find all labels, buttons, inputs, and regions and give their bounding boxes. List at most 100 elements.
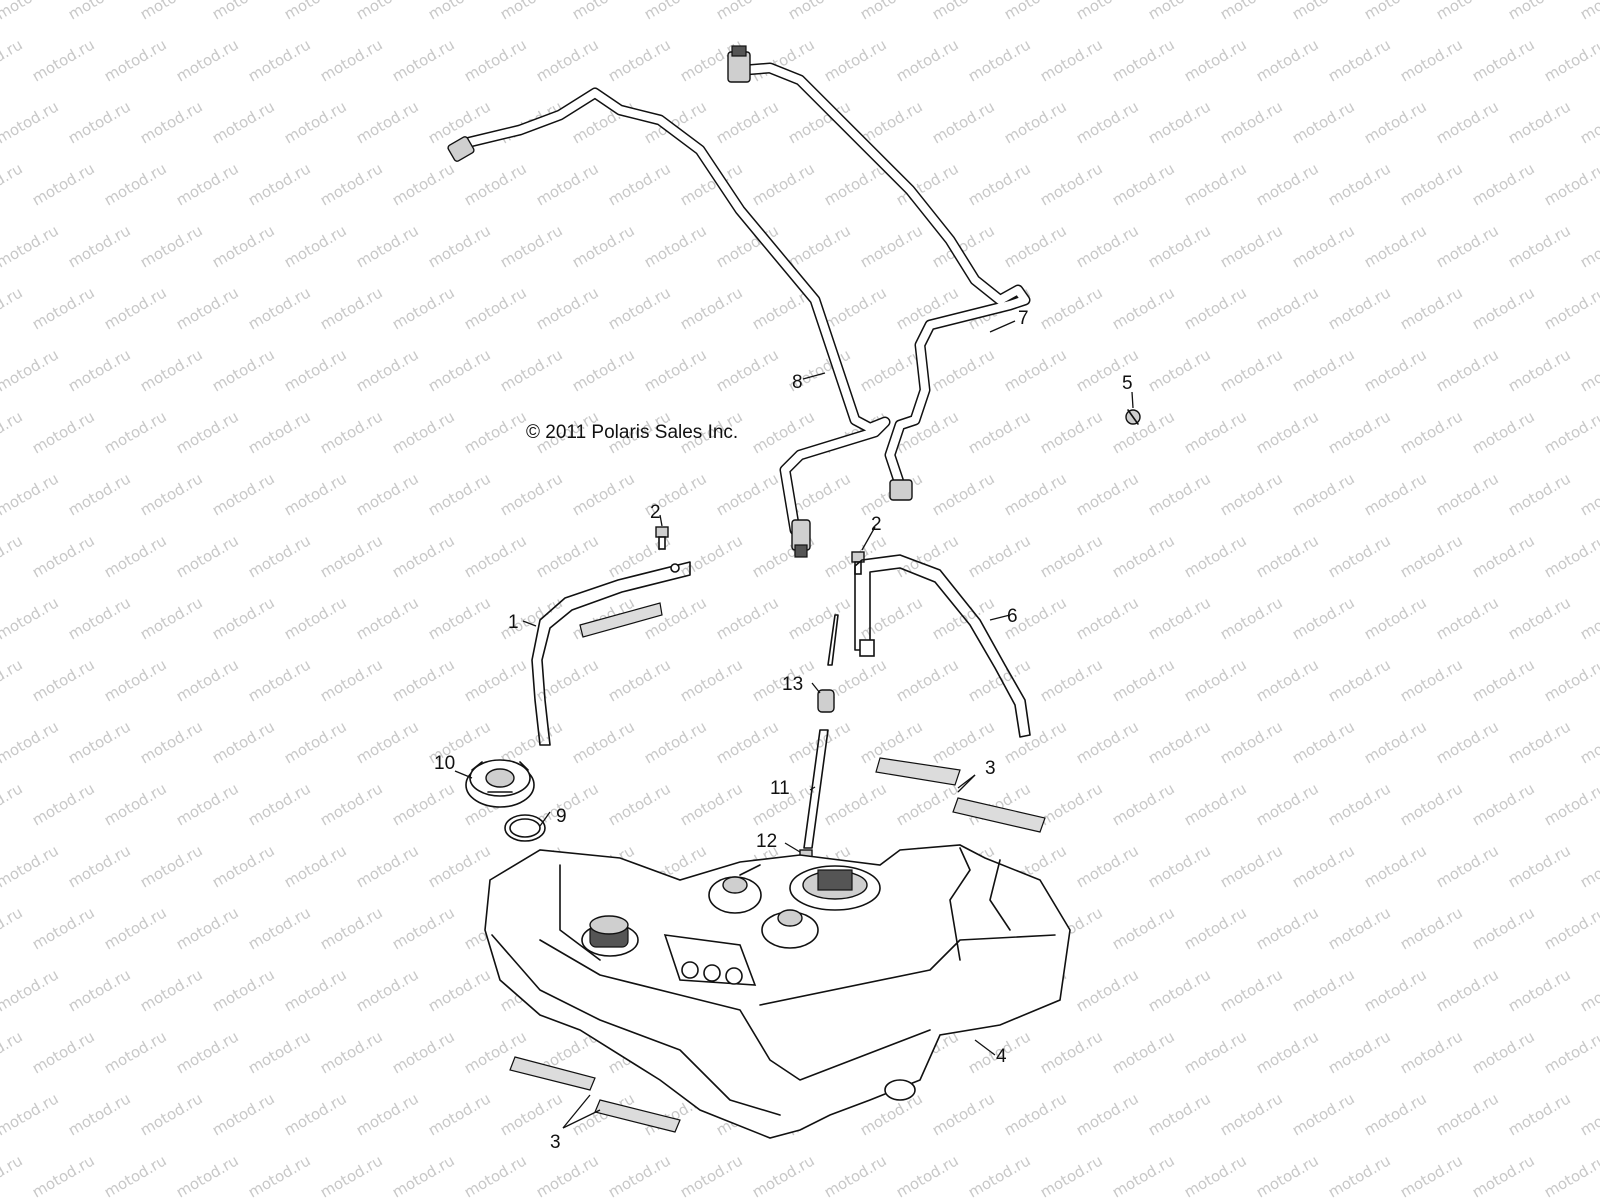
watermark-text: motod.ru xyxy=(101,779,170,829)
callout-3-upper: 3 xyxy=(985,758,996,779)
watermark-text: motod.ru xyxy=(29,655,98,705)
watermark-text: motod.ru xyxy=(713,469,782,519)
watermark-text: motod.ru xyxy=(173,655,242,705)
watermark-text: motod.ru xyxy=(173,407,242,457)
watermark-text: motod.ru xyxy=(1289,965,1358,1015)
watermark-text: motod.ru xyxy=(1505,841,1574,891)
watermark-text: motod.ru xyxy=(605,1151,674,1200)
watermark-text: motod.ru xyxy=(821,1151,890,1200)
watermark-text: motod.ru xyxy=(1361,97,1430,147)
watermark-text: motod.ru xyxy=(245,159,314,209)
rod-11 xyxy=(803,729,829,849)
watermark-text: motod.ru xyxy=(0,159,26,209)
watermark-text: motod.ru xyxy=(1253,1151,1322,1200)
watermark-text: motod.ru xyxy=(1001,717,1070,767)
watermark-text: motod.ru xyxy=(209,97,278,147)
watermark-text: motod.ru xyxy=(1505,965,1574,1015)
watermark-text: motod.ru xyxy=(137,593,206,643)
bolt-2-left xyxy=(655,526,669,550)
watermark-text: motod.ru xyxy=(1109,531,1178,581)
watermark-text: motod.ru xyxy=(965,407,1034,457)
watermark-text: motod.ru xyxy=(785,0,854,23)
watermark-text: motod.ru xyxy=(1505,97,1574,147)
callout-9: 9 xyxy=(556,806,567,827)
watermark-text: motod.ru xyxy=(1001,345,1070,395)
watermark-text: motod.ru xyxy=(1541,407,1600,457)
watermark-text: motod.ru xyxy=(1289,0,1358,23)
watermark-text: motod.ru xyxy=(281,841,350,891)
watermark-text: motod.ru xyxy=(1145,0,1214,23)
watermark-text: motod.ru xyxy=(101,283,170,333)
watermark-text: motod.ru xyxy=(1181,283,1250,333)
watermark-text: motod.ru xyxy=(1325,1027,1394,1077)
watermark-text: motod.ru xyxy=(29,159,98,209)
watermark-text: motod.ru xyxy=(1289,1089,1358,1139)
watermark-text: motod.ru xyxy=(1217,97,1286,147)
callout-11: 11 xyxy=(770,778,790,799)
watermark-text: motod.ru xyxy=(425,221,494,271)
watermark-text: motod.ru xyxy=(1505,0,1574,23)
watermark-text: motod.ru xyxy=(1433,469,1502,519)
watermark-text: motod.ru xyxy=(569,469,638,519)
watermark-text: motod.ru xyxy=(137,469,206,519)
watermark-text: motod.ru xyxy=(1505,717,1574,767)
watermark-text: motod.ru xyxy=(1073,1089,1142,1139)
watermark-text: motod.ru xyxy=(317,1027,386,1077)
watermark-text: motod.ru xyxy=(137,97,206,147)
watermark-text: motod.ru xyxy=(1217,965,1286,1015)
watermark-text: motod.ru xyxy=(641,0,710,23)
watermark-text: motod.ru xyxy=(1181,1151,1250,1200)
watermark-text: motod.ru xyxy=(1433,717,1502,767)
watermark-text: motod.ru xyxy=(1217,345,1286,395)
watermark-text: motod.ru xyxy=(389,779,458,829)
watermark-text: motod.ru xyxy=(65,717,134,767)
watermark-text: motod.ru xyxy=(677,283,746,333)
watermark-text: motod.ru xyxy=(1433,841,1502,891)
watermark-text: motod.ru xyxy=(0,407,26,457)
watermark-text: motod.ru xyxy=(497,345,566,395)
watermark-text: motod.ru xyxy=(1541,531,1600,581)
watermark-text: motod.ru xyxy=(1181,407,1250,457)
seal-9 xyxy=(504,814,546,842)
watermark-text: motod.ru xyxy=(281,717,350,767)
watermark-text: motod.ru xyxy=(389,283,458,333)
watermark-text: motod.ru xyxy=(1577,593,1600,643)
watermark-text: motod.ru xyxy=(1109,1151,1178,1200)
watermark-text: motod.ru xyxy=(1289,593,1358,643)
watermark-text: motod.ru xyxy=(353,0,422,23)
watermark-text: motod.ru xyxy=(29,531,98,581)
watermark-text: motod.ru xyxy=(1541,283,1600,333)
callout-8: 8 xyxy=(792,372,803,393)
watermark-text: motod.ru xyxy=(1145,97,1214,147)
watermark-text: motod.ru xyxy=(533,1151,602,1200)
watermark-text: motod.ru xyxy=(425,469,494,519)
watermark-text: motod.ru xyxy=(1037,655,1106,705)
watermark-text: motod.ru xyxy=(1361,221,1430,271)
callout-12: 12 xyxy=(756,831,777,852)
watermark-text: motod.ru xyxy=(1181,531,1250,581)
watermark-text: motod.ru xyxy=(893,35,962,85)
watermark-text: motod.ru xyxy=(677,531,746,581)
watermark-text: motod.ru xyxy=(857,221,926,271)
watermark-text: motod.ru xyxy=(0,0,62,23)
watermark-text: motod.ru xyxy=(965,1151,1034,1200)
watermark-text: motod.ru xyxy=(281,221,350,271)
watermark-text: motod.ru xyxy=(1253,655,1322,705)
watermark-text: motod.ru xyxy=(929,469,998,519)
watermark-text: motod.ru xyxy=(317,35,386,85)
watermark-text: motod.ru xyxy=(1073,593,1142,643)
watermark-text: motod.ru xyxy=(101,531,170,581)
watermark-text: motod.ru xyxy=(1469,407,1538,457)
watermark-text: motod.ru xyxy=(1361,717,1430,767)
watermark-text: motod.ru xyxy=(137,221,206,271)
strap-1 xyxy=(531,561,691,746)
watermark-text: motod.ru xyxy=(1001,1089,1070,1139)
watermark-text: motod.ru xyxy=(1397,35,1466,85)
watermark-text: motod.ru xyxy=(965,531,1034,581)
watermark-text: motod.ru xyxy=(1145,1089,1214,1139)
watermark-text: motod.ru xyxy=(317,1151,386,1200)
watermark-text: motod.ru xyxy=(713,97,782,147)
watermark-text: motod.ru xyxy=(245,1027,314,1077)
watermark-text: motod.ru xyxy=(461,531,530,581)
watermark-text: motod.ru xyxy=(1505,221,1574,271)
